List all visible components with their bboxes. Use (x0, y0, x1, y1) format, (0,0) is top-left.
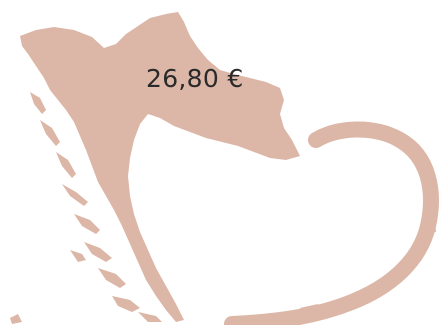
island-shape (138, 312, 162, 322)
island-shape (84, 242, 112, 262)
island-shape (10, 314, 22, 324)
price-label: 26,80 € (146, 64, 244, 93)
heart-fragment-shape (424, 210, 436, 234)
island-shape (98, 268, 126, 288)
island-shape (40, 120, 60, 146)
island-shape (56, 152, 76, 178)
island-shape (70, 250, 86, 262)
island-shape (74, 214, 100, 234)
heart-stroke-shape (224, 121, 439, 325)
croatia-mainland-shape (20, 12, 300, 322)
island-shape (30, 92, 46, 114)
island-shape (112, 296, 140, 312)
island-shape (62, 184, 88, 206)
heart-fragment-shape (300, 304, 324, 316)
